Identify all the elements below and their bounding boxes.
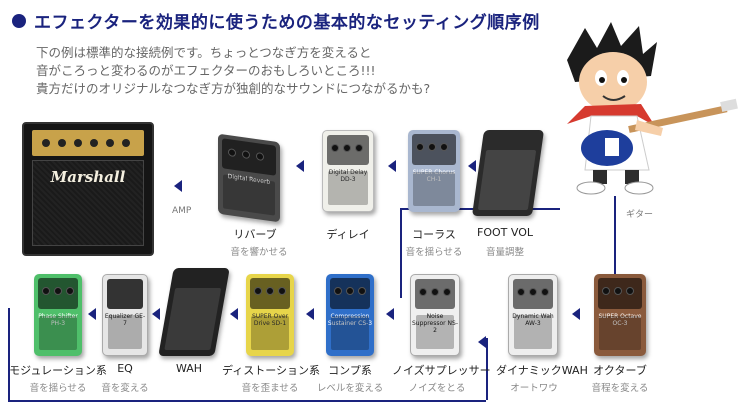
arrow-left-icon <box>572 308 580 320</box>
pedal-label-noise-suppressor: ノイズサプレッサー <box>392 364 491 377</box>
connector-line <box>8 400 486 402</box>
bullet-icon <box>12 13 26 28</box>
pedal-desc-noise-suppressor: ノイズをとる <box>408 383 466 394</box>
pedal-desc-chorus: 音を揺らせる <box>405 247 463 258</box>
intro-line-1: 下の例は標準的な接続例です。ちょっとつなぎ方を変えると <box>36 45 372 60</box>
pedal-desc-reverb: 音を響かせる <box>230 247 288 258</box>
amp-grille <box>32 160 144 246</box>
pedal-chorus: SUPER Chorus CH-1 <box>408 130 460 212</box>
pedal-desc-eq: 音を変える <box>101 383 149 394</box>
amp-control-panel <box>32 130 144 156</box>
guitar-label: ギター <box>626 210 654 220</box>
connector-line <box>614 196 616 276</box>
pedal-dynamic-wah: Dynamic Wah AW-3 <box>508 274 558 356</box>
guitarist-illustration <box>567 22 738 195</box>
arrow-left-icon <box>88 308 96 320</box>
pedal-octave: SUPER Octave OC-3 <box>594 274 646 356</box>
pedal-distortion: SUPER Over Drive SD-1 <box>246 274 294 356</box>
pedal-reverb: Digital Reverb <box>218 133 280 223</box>
intro-line-3: 貴方だけのオリジナルなつなぎ方が独創的なサウンドにつながるかも? <box>36 81 431 96</box>
pedal-compressor: Compression Sustainer CS-3 <box>326 274 374 356</box>
arrow-left-icon <box>174 180 182 192</box>
pedal-desc-dynamic-wah: オートワウ <box>510 383 558 394</box>
pedal-foot-volume <box>471 130 545 216</box>
intro-text: 下の例は標準的な接続例です。ちょっとつなぎ方を変えると 音がころっと変わるのがエ… <box>36 44 430 98</box>
pedal-label-chorus: コーラス <box>412 228 456 241</box>
connector-line <box>8 308 10 400</box>
arrow-left-icon <box>296 160 304 172</box>
arrow-left-icon <box>230 308 238 320</box>
pedal-label-eq: EQ <box>117 362 133 375</box>
intro-line-2: 音がころっと変わるのがエフェクターのおもしろいところ!!! <box>36 63 376 78</box>
arrow-left-icon <box>152 308 160 320</box>
page-title: エフェクターを効果的に使うための基本的なセッティング順序例 <box>34 13 540 33</box>
pedal-label-reverb: リバーブ <box>233 228 277 241</box>
pedal-modulation: Phase Shifter PH-3 <box>34 274 82 356</box>
amplifier-image: Marshall <box>22 122 154 256</box>
pedal-label-compressor: コンプ系 <box>328 364 372 377</box>
pedal-noise-suppressor: Noise Suppressor NS-2 <box>410 274 460 356</box>
pedal-label-distortion: ディストーション系 <box>222 364 321 377</box>
pedal-label-foot-volume: FOOT VOL <box>477 226 533 239</box>
arrow-left-icon <box>386 308 394 320</box>
pedal-label-delay: ディレイ <box>326 228 370 241</box>
pedal-desc-modulation: 音を揺らせる <box>29 383 87 394</box>
arrow-left-icon <box>388 160 396 172</box>
connector-line <box>400 208 402 298</box>
pedal-desc-foot-volume: 音量調整 <box>485 247 524 258</box>
pedal-label-dynamic-wah: ダイナミックWAH <box>496 364 588 377</box>
arrow-left-icon <box>478 336 486 348</box>
pedal-desc-distortion: 音を歪ませる <box>241 383 299 394</box>
amp-logo: Marshall <box>50 168 126 186</box>
pedal-label-octave: オクターブ <box>593 364 647 377</box>
amp-label: AMP <box>172 206 192 216</box>
arrow-left-icon <box>468 160 476 172</box>
pedal-desc-octave: 音程を変える <box>591 383 649 394</box>
pedal-delay: Digital Delay DD-3 <box>322 130 374 212</box>
pedal-label-modulation: モジュレーション系 <box>9 364 107 377</box>
pedal-wah <box>158 268 230 356</box>
connector-line <box>486 338 488 400</box>
arrow-left-icon <box>306 308 314 320</box>
title-row: エフェクターを効果的に使うための基本的なセッティング順序例 <box>12 8 540 33</box>
pedal-eq: Equalizer GE-7 <box>102 274 148 356</box>
pedal-desc-compressor: レベルを変える <box>316 383 384 394</box>
pedal-label-wah: WAH <box>175 362 203 375</box>
